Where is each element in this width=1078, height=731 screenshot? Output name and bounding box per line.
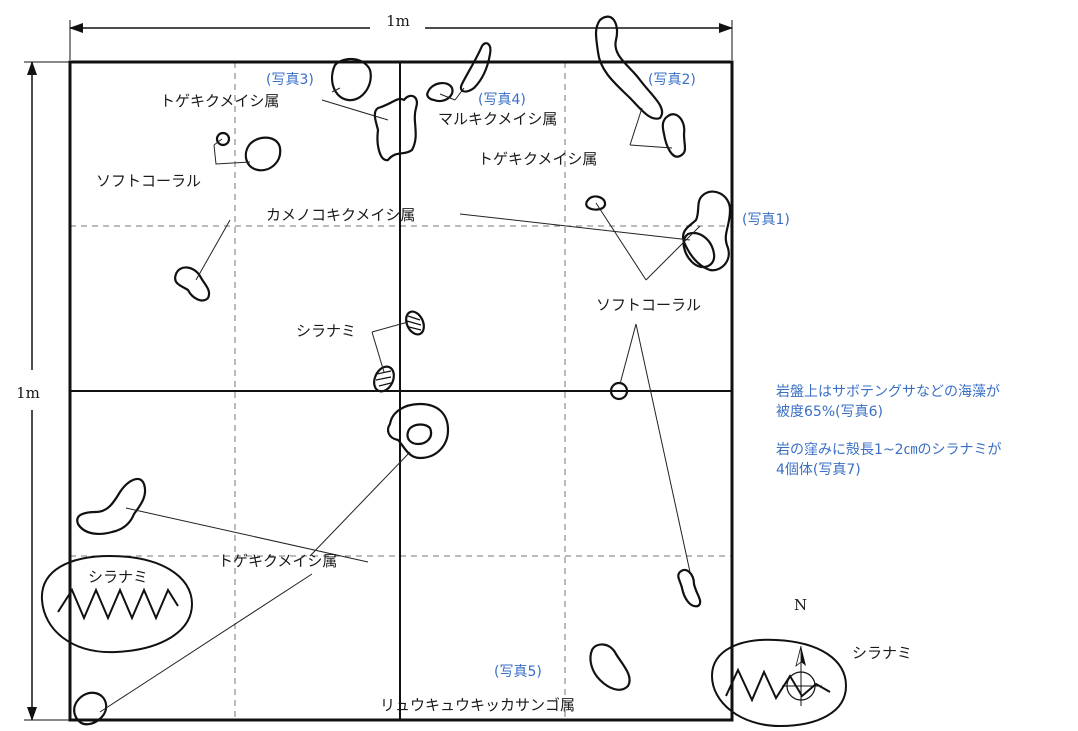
- labels: トゲキクメイシ属 ソフトコーラル マルキクメイシ属 トゲキクメイシ属 カメノコキ…: [88, 92, 912, 714]
- label-soft-left: ソフトコーラル: [96, 172, 201, 190]
- coral-outlines: [73, 15, 732, 726]
- label-shiranami-center: シラナミ: [296, 322, 356, 340]
- shiranami-symbol-right: [710, 638, 848, 728]
- note-seaweed-line2: 被度65%(写真6): [776, 404, 883, 420]
- left-dimension-label: 1m: [16, 384, 40, 402]
- top-dimension: 1m: [69, 12, 733, 60]
- photo-1: (写真1): [742, 212, 790, 228]
- label-shiranami-right: シラナミ: [852, 644, 912, 662]
- label-toge-top-left: トゲキクメイシ属: [160, 92, 279, 110]
- leader-lines: [99, 87, 701, 713]
- photo-4: (写真4): [478, 92, 526, 108]
- photo-3: (写真3): [266, 72, 314, 88]
- top-dimension-label: 1m: [386, 12, 410, 30]
- label-toge-top-right: トゲキクメイシ属: [478, 150, 597, 168]
- note-seaweed-line1: 岩盤上はサボテングサなどの海藻が: [776, 384, 1000, 400]
- label-soft-right: ソフトコーラル: [596, 296, 701, 314]
- photo-references: (写真1) (写真2) (写真3) (写真4) (写真5): [266, 72, 790, 680]
- left-dimension: 1m: [16, 61, 70, 721]
- label-north: N: [794, 596, 807, 614]
- label-toge-bottom: トゲキクメイシ属: [218, 552, 337, 570]
- label-kameno: カメノコキクメイシ属: [266, 206, 415, 224]
- note-shiranami-line1: 岩の窪みに殻長1~2㎝のシラナミが: [776, 442, 1002, 458]
- shiranami-symbol-left: [40, 554, 194, 654]
- label-ryukyu: リュウキュウキッカサンゴ属: [380, 696, 575, 714]
- label-shiranami-circle-left: シラナミ: [88, 568, 148, 586]
- label-maru: マルキクメイシ属: [438, 110, 557, 128]
- photo-5: (写真5): [494, 664, 542, 680]
- photo-2: (写真2): [648, 72, 696, 88]
- quadrat-grid: [68, 60, 734, 722]
- note-shiranami-line2: 4個体(写真7): [776, 462, 861, 478]
